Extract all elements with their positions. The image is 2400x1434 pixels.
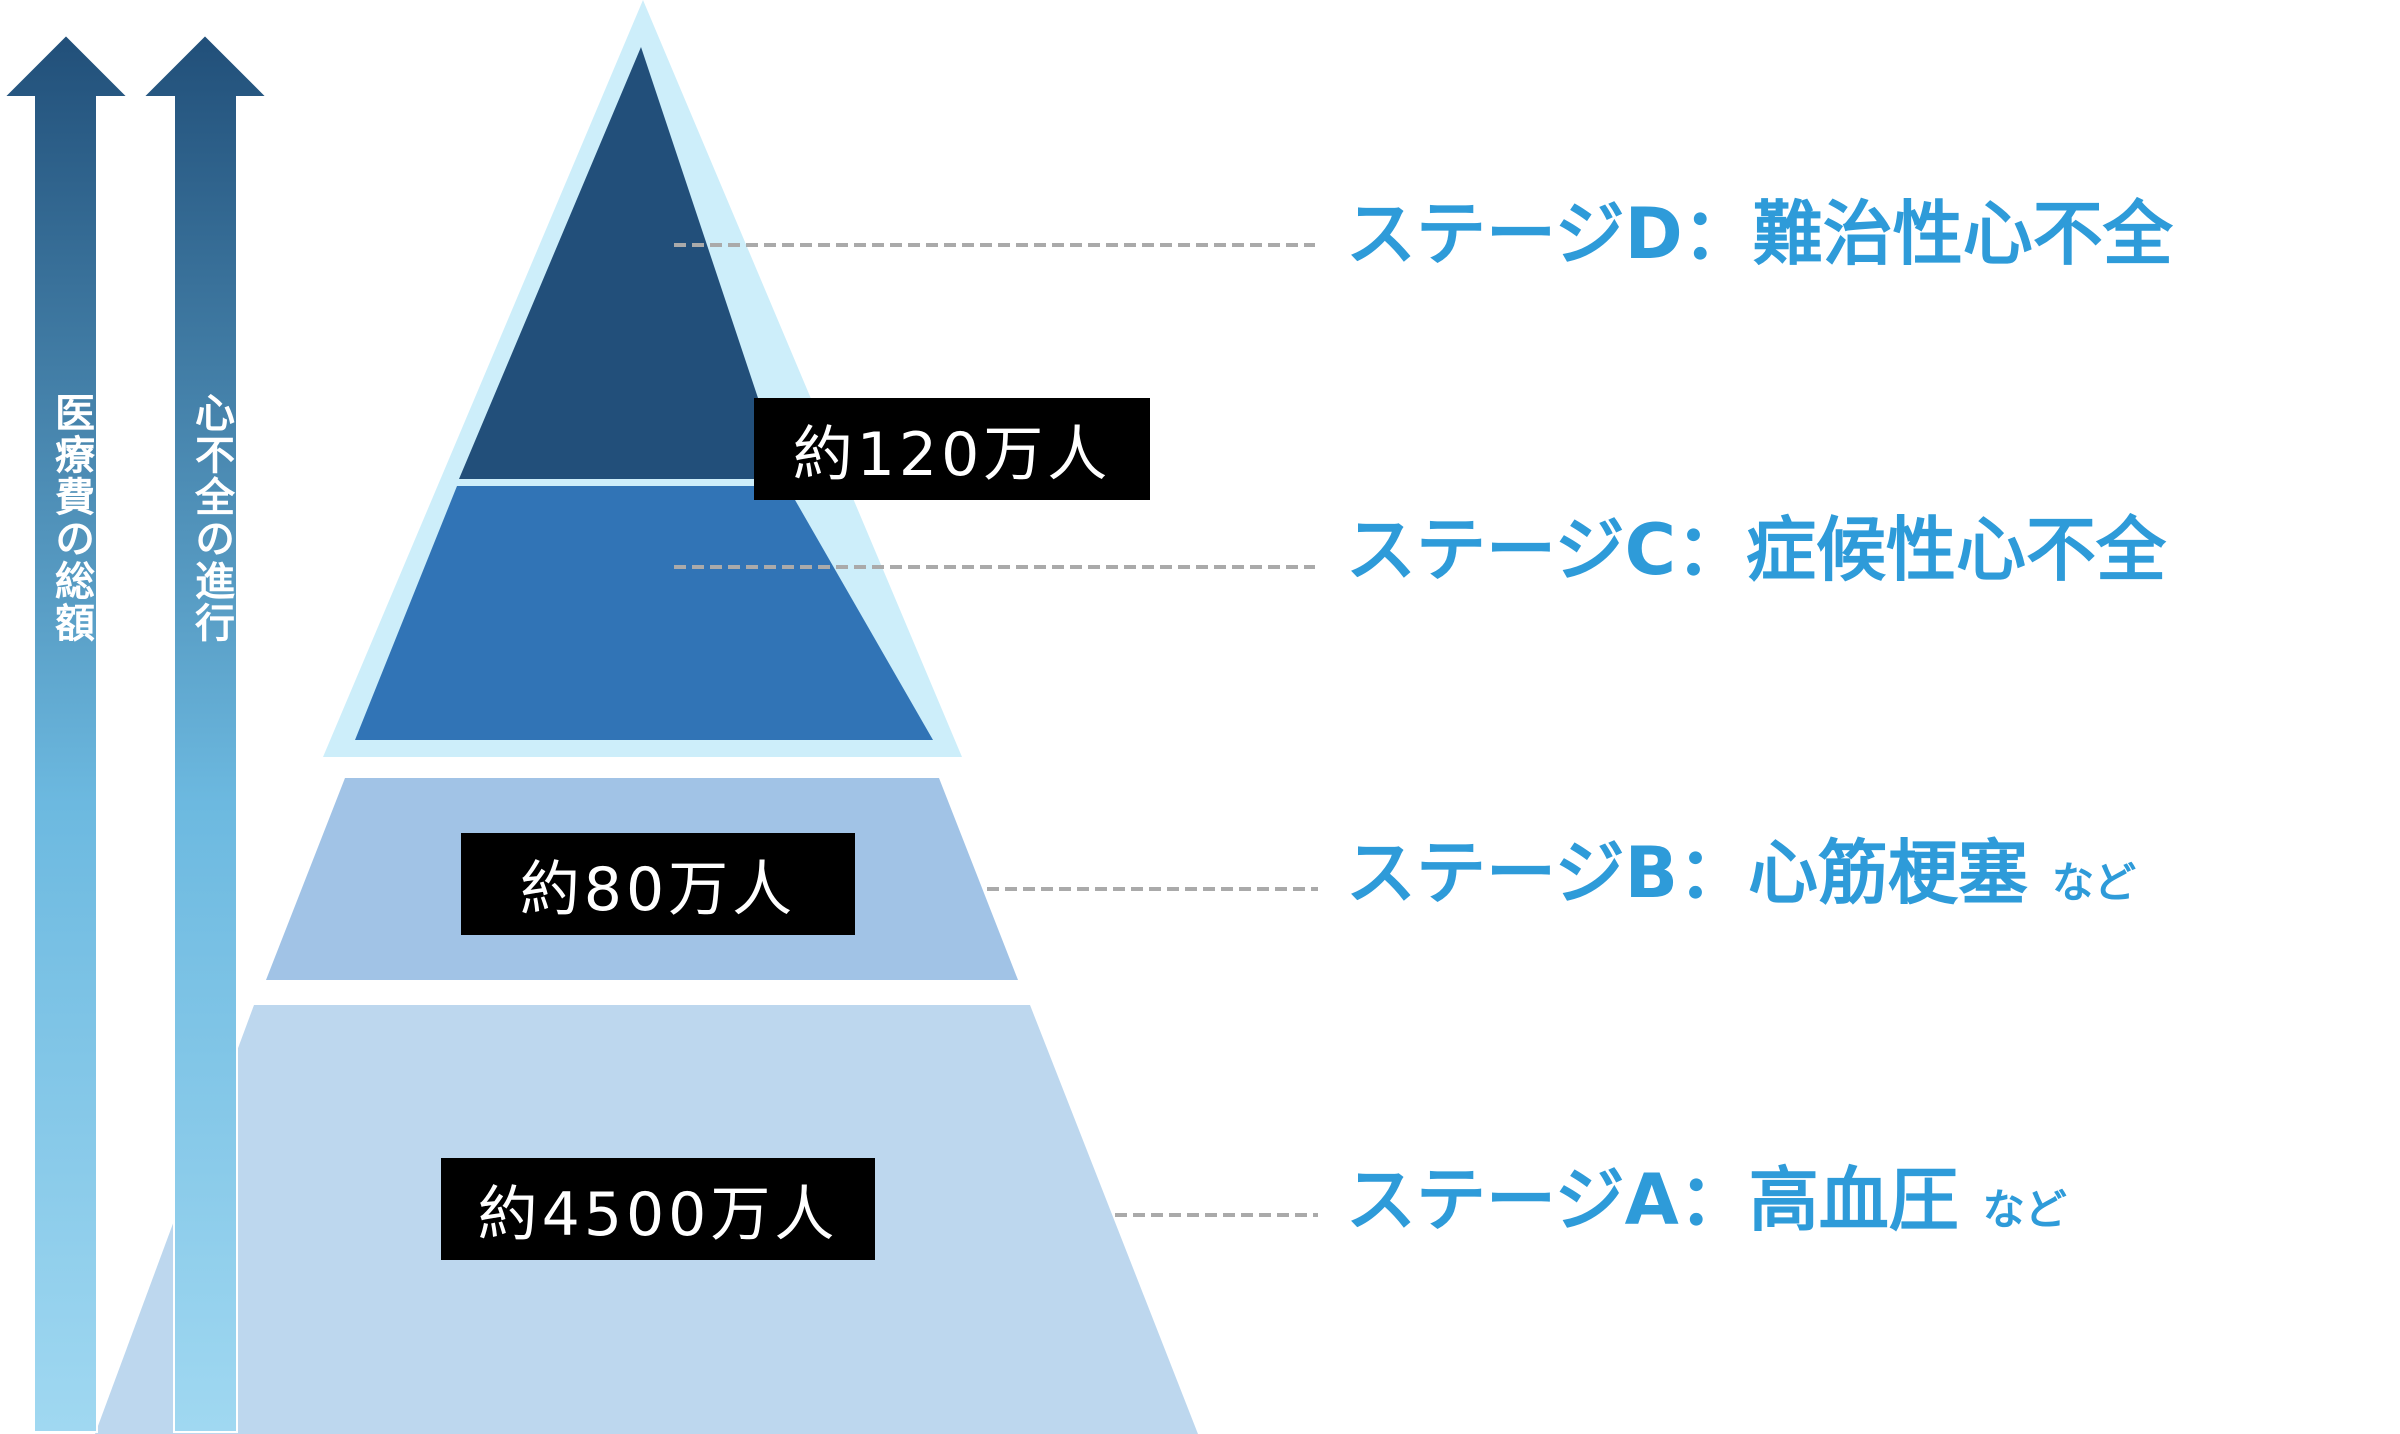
progression-label: 心不全の進行 — [188, 392, 234, 644]
stage-d-label: ステージD：難治性心不全 — [1346, 199, 2173, 269]
stage-c-layer — [355, 486, 933, 740]
stage-d-layer — [459, 47, 785, 479]
population-label-top: 約120万人 — [754, 398, 1150, 500]
stage-b-text: ステージB：心筋梗塞 — [1346, 832, 2028, 914]
stage-d-text: ステージD：難治性心不全 — [1346, 193, 2173, 275]
population-label-bottom: 約4500万人 — [441, 1158, 875, 1260]
medical-cost-label: 医療費の総額 — [48, 392, 94, 644]
population-label-middle: 約80万人 — [461, 833, 855, 935]
stage-a-label: ステージA：高血圧など — [1346, 1165, 2067, 1235]
stage-c-label: ステージC：症候性心不全 — [1346, 515, 2166, 585]
progression-arrow — [140, 33, 270, 1433]
medical-cost-arrow — [1, 33, 131, 1433]
stage-b-suffix: など — [2051, 858, 2136, 907]
stage-a-suffix: など — [1982, 1185, 2067, 1234]
stage-c-text: ステージC：症候性心不全 — [1346, 509, 2166, 591]
stage-b-label: ステージB：心筋梗塞など — [1346, 838, 2136, 908]
stage-a-text: ステージA：高血圧 — [1346, 1159, 1959, 1241]
